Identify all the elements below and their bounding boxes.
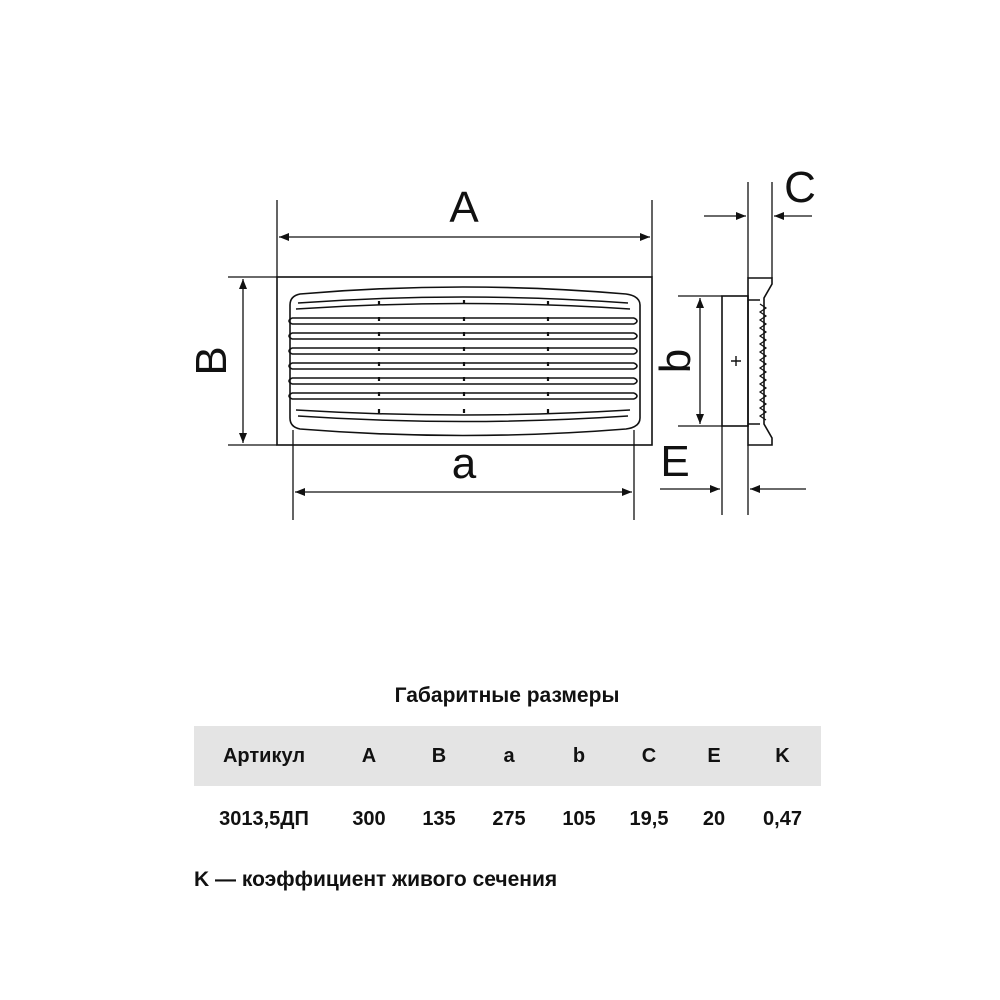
dimension-b bbox=[678, 295, 722, 427]
header-E: E bbox=[684, 726, 744, 786]
outer-frame bbox=[276, 276, 653, 446]
cell-C: 19,5 bbox=[629, 807, 669, 830]
cell-article: 3013,5ДП bbox=[219, 807, 309, 830]
dimensions-table: Артикул A B a b C E K 3013,5ДП 300 135 2… bbox=[194, 726, 821, 852]
cell-b: 105 bbox=[562, 807, 596, 830]
grille-technical-drawing: A B a b C bbox=[187, 163, 816, 520]
header-C: C bbox=[614, 726, 684, 786]
cell-B: 135 bbox=[422, 807, 456, 830]
header-A: A bbox=[334, 726, 404, 786]
label-a: a bbox=[452, 439, 477, 488]
dimension-E bbox=[660, 426, 806, 515]
dimension-a bbox=[292, 430, 635, 520]
louvers bbox=[292, 296, 634, 423]
header-a: a bbox=[474, 726, 544, 786]
header-B: B bbox=[404, 726, 474, 786]
header-b: b bbox=[544, 726, 614, 786]
label-E: E bbox=[660, 437, 689, 486]
dimension-C bbox=[704, 182, 812, 278]
table-row: 3013,5ДП 300 135 275 105 19,5 20 0,47 bbox=[194, 786, 821, 852]
dimension-B bbox=[228, 276, 277, 446]
dimension-A bbox=[276, 200, 653, 277]
cell-A: 300 bbox=[352, 807, 386, 830]
label-b: b bbox=[651, 349, 700, 373]
cell-E: 20 bbox=[702, 807, 726, 830]
cell-a: 275 bbox=[492, 807, 526, 830]
label-C: C bbox=[784, 163, 816, 212]
flange bbox=[747, 277, 773, 446]
front-view bbox=[276, 276, 653, 446]
label-B: B bbox=[187, 346, 236, 375]
inner-panel bbox=[289, 286, 641, 437]
side-view bbox=[721, 277, 773, 446]
side-ribs bbox=[758, 303, 768, 421]
header-article: Артикул bbox=[194, 726, 334, 786]
louver-ribs bbox=[377, 300, 550, 413]
header-K: K bbox=[744, 726, 821, 786]
cell-K: 0,47 bbox=[763, 807, 802, 830]
label-A: A bbox=[449, 183, 479, 232]
footnote: K — коэффициент живого сечения bbox=[194, 868, 558, 891]
table-header-row: Артикул A B a b C E K bbox=[194, 726, 821, 786]
table-title: Габаритные размеры bbox=[394, 684, 620, 707]
